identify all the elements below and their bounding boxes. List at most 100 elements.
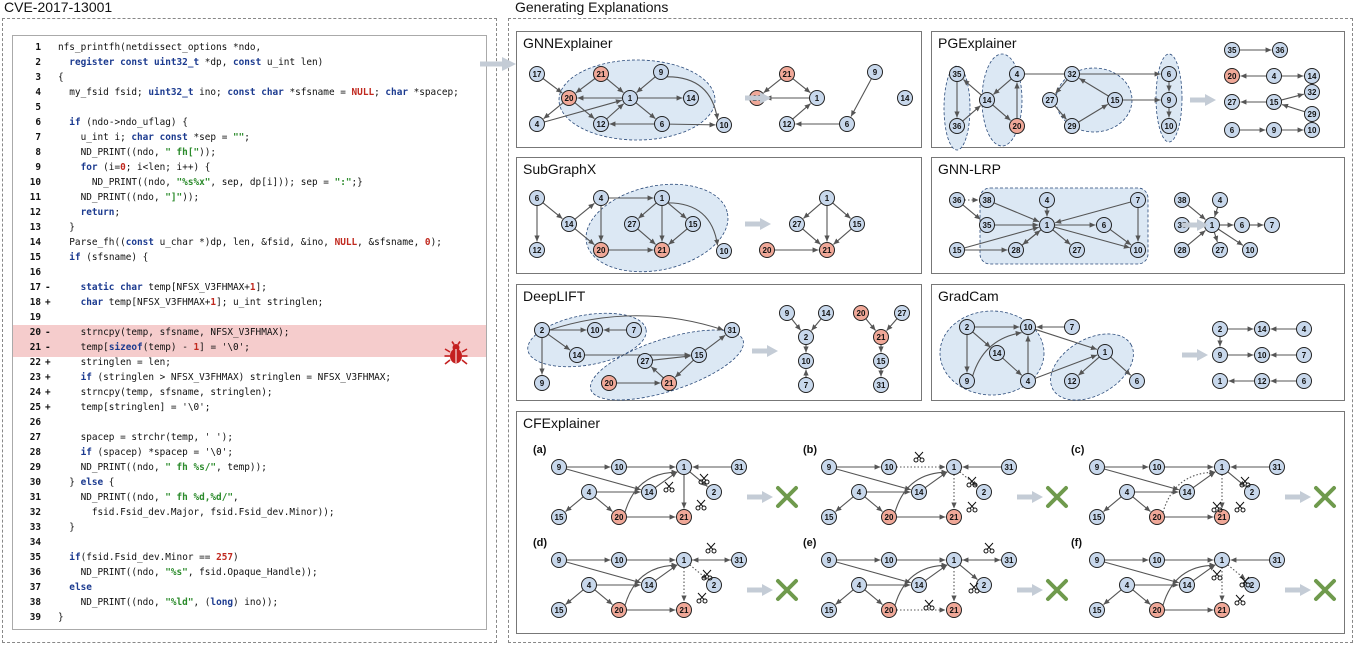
graph-node <box>654 190 670 206</box>
graph-node <box>979 92 995 108</box>
node-label: 10 <box>1153 556 1162 565</box>
graph-edge <box>667 202 687 219</box>
cross-icon <box>1046 486 1068 508</box>
graph-edge <box>636 76 656 93</box>
scissors-icon <box>705 542 717 554</box>
graph-node <box>821 509 837 525</box>
graph-node <box>1001 459 1017 475</box>
graph-node <box>881 509 897 525</box>
node-label: 9 <box>785 309 790 318</box>
subfigure-label: (e) <box>803 537 817 549</box>
graph-node <box>1254 347 1270 363</box>
line-number: 33 <box>29 522 41 533</box>
code-text: nfs_printfh(netdissect_options *ndo, <box>58 42 262 53</box>
node-label: 9 <box>1272 126 1277 135</box>
node-label: 17 <box>533 70 542 79</box>
graph-node <box>819 242 835 258</box>
node-label: 4 <box>1125 581 1130 590</box>
graph-node <box>959 373 975 389</box>
node-label: 6 <box>1230 126 1235 135</box>
graph-node <box>622 90 638 106</box>
code-line-19: 19 <box>13 310 486 327</box>
right-title: Generating Explanations <box>515 0 669 15</box>
graph-node <box>1149 552 1165 568</box>
graph-node <box>534 375 550 391</box>
graph-edge <box>1110 356 1132 376</box>
graph-node <box>1089 552 1105 568</box>
graph-edge <box>565 589 584 605</box>
graph-edge <box>654 471 678 489</box>
code-line-18: 18+ char temp[NFSX_V3FHMAX+1]; u_int str… <box>13 295 486 312</box>
graph-edge <box>894 469 948 513</box>
code-line-39: 39} <box>13 610 486 627</box>
code-text: ND_PRINT((ndo, "]")); <box>58 192 200 203</box>
graph-node <box>676 602 692 618</box>
graph-edge <box>1055 201 1131 224</box>
scissors-icon <box>1234 501 1246 513</box>
graph-edge <box>972 330 1022 377</box>
graph-edge <box>689 471 708 487</box>
graph-node <box>849 216 865 232</box>
graph-node <box>798 329 814 345</box>
graph-node <box>611 602 627 618</box>
method-label: SubGraphX <box>523 161 597 177</box>
graph-node <box>529 190 545 206</box>
node-label: 15 <box>1093 513 1102 522</box>
node-label: 4 <box>1272 72 1277 81</box>
graph-edge <box>1213 206 1219 218</box>
transition-arrow-head <box>1197 219 1208 231</box>
node-label: 29 <box>1068 122 1077 131</box>
line-number: 1 <box>35 42 41 53</box>
panel-gnnexplainer: GNNExplainer 172192011441261021201912614 <box>516 31 922 148</box>
graph-node <box>1304 122 1320 138</box>
graph-node <box>1064 319 1080 335</box>
node-label: 6 <box>1240 221 1245 230</box>
node-label: 6 <box>660 120 665 129</box>
code-text: ND_PRINT((ndo, "%s", fsid.Opaque_Handle)… <box>58 567 318 578</box>
code-line-12: 12 return; <box>13 205 486 222</box>
line-number: 21 <box>29 342 41 353</box>
graph-edge <box>836 561 911 584</box>
code-line-38: 38 ND_PRINT((ndo, "%ld", (long) ino)); <box>13 595 486 612</box>
cross-icon <box>1314 486 1336 508</box>
transition-arrow-head <box>1197 349 1208 361</box>
node-label: 36 <box>953 122 962 131</box>
node-label: 1 <box>682 556 687 565</box>
graph-node <box>1212 347 1228 363</box>
graph-node <box>685 216 701 232</box>
node-label: 14 <box>915 488 924 497</box>
node-label: 6 <box>1302 377 1307 386</box>
graph-node <box>949 66 965 82</box>
graph-node <box>989 345 1005 361</box>
line-number: 13 <box>29 222 41 233</box>
graph-edge <box>1187 204 1206 220</box>
node-label: 9 <box>1095 556 1100 565</box>
graph-node <box>1161 92 1177 108</box>
graph-edge <box>1052 229 1071 245</box>
node-label: 12 <box>1258 377 1267 386</box>
node-label: 4 <box>1218 196 1223 205</box>
graph-node <box>1214 602 1230 618</box>
graph-edge <box>1109 228 1132 246</box>
graph-node <box>1107 92 1123 108</box>
line-number: 3 <box>35 72 41 83</box>
graph-edge <box>565 496 584 512</box>
node-label: 38 <box>983 196 992 205</box>
graph-node <box>1269 459 1285 475</box>
code-line-22: 22+ stringlen = len; <box>13 355 486 372</box>
graph-node <box>676 459 692 475</box>
graph-edge <box>962 105 981 122</box>
code-line-24: 24+ strncpy(temp, sfsname, stringlen); <box>13 385 486 402</box>
node-label: 7 <box>804 381 809 390</box>
code-line-1: 1 nfs_printfh(netdissect_options *ndo, <box>13 40 486 57</box>
graph-node <box>821 602 837 618</box>
line-number: 5 <box>35 102 41 113</box>
code-line-28: 28 if (spacep) *spacep = '\0'; <box>13 445 486 462</box>
node-label: 7 <box>1070 323 1075 332</box>
node-label: 10 <box>885 556 894 565</box>
code-text: fsid.Fsid_dev.Major, fsid.Fsid_dev.Minor… <box>58 507 335 518</box>
graph-node <box>1296 321 1312 337</box>
graph-node <box>821 459 837 475</box>
graph-node <box>716 243 732 259</box>
graph-edge <box>924 471 948 489</box>
